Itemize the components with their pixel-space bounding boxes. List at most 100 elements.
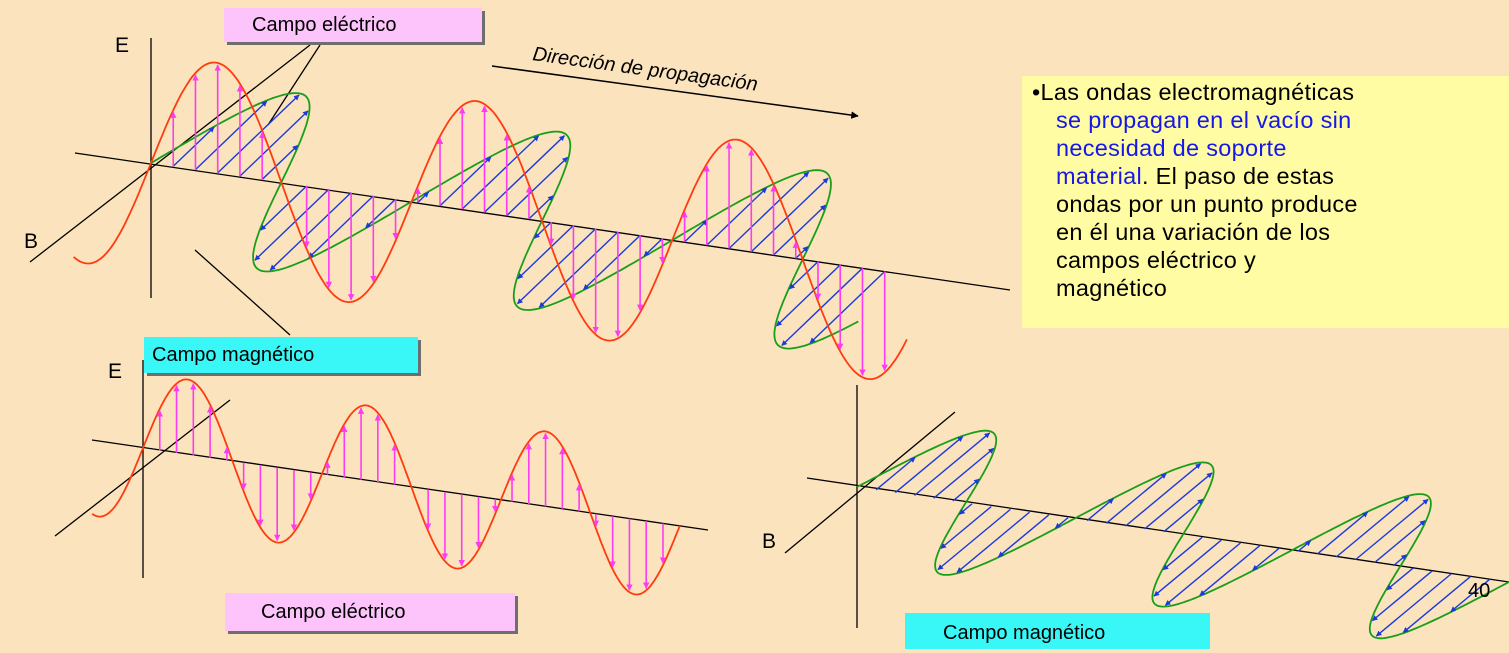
magnetic-vector [239, 110, 309, 177]
magnetic-vector [172, 126, 215, 167]
direction-label: Dirección de propagación [531, 43, 759, 96]
note-line-7: campos eléctrico y [1056, 247, 1256, 273]
magnetic-vector [875, 456, 916, 491]
magnetic-vector [506, 156, 568, 217]
note-line-4-blue: material [1056, 163, 1142, 189]
bottom-right-axes [784, 385, 1509, 628]
note-line-3: necesidad de soporte [1056, 135, 1287, 161]
magnetic-vector [773, 204, 827, 256]
magnetic-vector [1402, 575, 1472, 633]
top-axes [29, 38, 1011, 336]
magnetic-vector [217, 94, 300, 174]
magnetic-vector [750, 177, 829, 253]
magnetic-vector [933, 447, 995, 499]
magnetic-vector [776, 264, 841, 327]
magnetic-vector [937, 508, 1011, 571]
magnetic-vector [583, 234, 641, 291]
br-b-axis [784, 411, 956, 554]
magnetic-vector [1374, 520, 1426, 563]
label-campo-electrico-bottom: Campo eléctrico [225, 593, 515, 631]
note-line-8: magnético [1056, 275, 1168, 301]
magnetic-vector [914, 432, 991, 496]
bottom-right-magnetic-field [856, 429, 1509, 640]
top-electric-field [73, 61, 908, 380]
magnetic-vector [706, 187, 768, 246]
magnetic-vector [516, 228, 597, 305]
magnetic-vector [1153, 539, 1222, 597]
electric-curve [91, 378, 681, 596]
note-bullet: • [1032, 79, 1041, 105]
magnetic-vector [1375, 573, 1452, 637]
magnetic-vector [1164, 542, 1241, 606]
magnetic-curve [856, 429, 1509, 640]
magnetic-vector [1297, 540, 1312, 552]
magnetic-vector [789, 261, 819, 290]
direction-line [491, 65, 859, 119]
magnetic-vector [809, 270, 886, 344]
magnetic-vector [1086, 498, 1114, 522]
magnetic-vector [1316, 511, 1369, 555]
magnetic-vector [1355, 498, 1429, 561]
note-line-2: se propagan en el vacío sin [1056, 107, 1352, 133]
axis-e-bottom: E [108, 360, 122, 383]
note-line-6: en él una variación de los [1056, 219, 1331, 245]
magnetic-vector [952, 478, 980, 502]
magnetic-vector [1199, 545, 1261, 597]
magnetic-vector [959, 503, 973, 515]
electric-curve [73, 61, 908, 380]
magnetic-vector [894, 436, 964, 494]
magnetic-vector [1163, 498, 1204, 533]
magnetic-vector [254, 188, 330, 261]
bl-propagation-axis [91, 439, 709, 531]
magnetic-vector [1335, 496, 1410, 558]
magnetic-vector [261, 144, 299, 180]
axis-b-top: B [24, 230, 38, 253]
bottom-left-axes [54, 360, 709, 578]
magnetic-vector [781, 267, 863, 346]
magnetic-vector [684, 219, 708, 243]
magnetic-vector [1125, 463, 1202, 527]
label-campo-magnetico-mid: Campo magnético [144, 337, 418, 373]
magnetic-vector [1252, 547, 1280, 571]
magnetic-vector [728, 171, 810, 249]
magnetic-curve [150, 92, 859, 350]
magnetic-vector [260, 185, 308, 231]
bottom-left-electric-field [91, 378, 681, 596]
page-number: 40 [1468, 580, 1491, 602]
magnetic-vector [1393, 554, 1407, 566]
magnetic-vector [538, 231, 619, 308]
label-campo-magnetico-bottom: Campo magnético [905, 613, 1210, 649]
magnetic-vector [1054, 517, 1069, 529]
magnetic-vector [997, 514, 1050, 558]
magnetic-vector [1162, 536, 1203, 571]
magnetic-vector [1386, 567, 1414, 591]
magnetic-vector [308, 195, 374, 259]
magnetic-vector [461, 135, 540, 210]
pointer-electric [267, 44, 321, 126]
axis-b-bottom: B [762, 530, 776, 553]
magnetic-vector [1371, 570, 1433, 622]
note-line-1: Las ondas electromagnéticas [1040, 79, 1355, 105]
magnetic-vector [269, 192, 352, 271]
magnetic-vector [643, 238, 663, 257]
magnetic-vector [417, 191, 430, 203]
label-campo-electrico-top: Campo eléctrico [224, 8, 482, 42]
magnetic-vector [439, 156, 492, 207]
magnetic-vector [365, 198, 397, 229]
br-propagation-axis [806, 477, 1509, 583]
note-line-5: ondas por un punto produce [1056, 191, 1358, 217]
magnetic-vector [1144, 472, 1213, 530]
magnetic-vector [940, 506, 992, 549]
top-magnetic-field [150, 92, 886, 350]
magnetic-vector [1105, 472, 1167, 524]
axis-e-top: E [115, 34, 129, 57]
magnetic-vector [795, 246, 809, 259]
magnetic-vector [956, 511, 1031, 573]
bl-b-axis [54, 399, 231, 537]
magnetic-vector [533, 221, 552, 239]
pointer-magnetic [194, 249, 291, 336]
explanation-note: •Las ondas electromagnéticas se propagan… [1022, 76, 1509, 328]
note-line-4-rest: . El paso de estas [1141, 163, 1335, 189]
top-b-axis [29, 44, 311, 263]
